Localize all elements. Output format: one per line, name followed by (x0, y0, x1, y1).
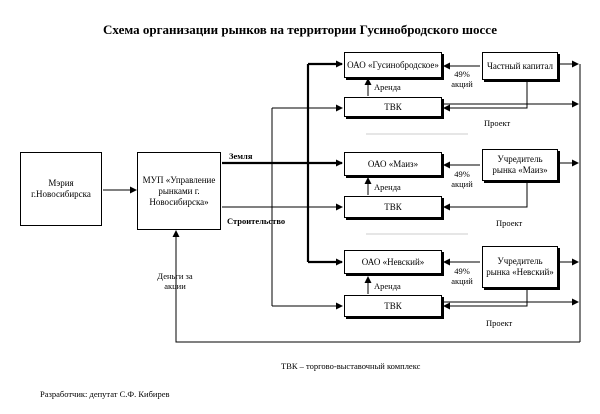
label-share-3: 49% акций (451, 266, 473, 286)
mup-box: МУП «Управление рынками г. Новосибирска» (137, 152, 221, 230)
label-dengi: Деньги за акции (157, 271, 193, 291)
meria-box: Мэрия г.Новосибирска (20, 152, 102, 226)
author-text: Разработчик: депутат С.Ф. Кибирев (40, 389, 170, 399)
private-capital-box: Частный капитал (482, 52, 558, 80)
diagram-title: Схема организации рынков на территории Г… (103, 22, 497, 37)
label-proekt-3: Проект (486, 318, 513, 328)
label-share-1: 49% акций (451, 69, 473, 89)
label-proekt-2: Проект (496, 218, 523, 228)
label-arenda-3: Аренда (374, 281, 401, 291)
label-arenda-2: Аренда (374, 182, 401, 192)
label-stroitelstvo: Строительство (227, 216, 286, 226)
label-share-2: 49% акций (451, 169, 473, 189)
oao-maiz-box: ОАО «Маиз» (344, 152, 442, 176)
arrow-proekt-3 (443, 289, 528, 310)
arrow-proekt-1 (443, 81, 528, 112)
label-proekt-1: Проект (484, 118, 511, 128)
legend-text: ТВК – торгово-выставочный комплекс (281, 361, 421, 371)
money-return-line (172, 230, 580, 343)
arrow-proekt-2 (443, 181, 528, 211)
oao-gusinobrodskoe-box: ОАО «Гусинобродское» (344, 52, 442, 78)
tvk-box-2: ТВК (344, 196, 442, 218)
tvk-box-3: ТВК (344, 295, 442, 317)
label-arenda-1: Аренда (374, 82, 401, 92)
tvk-box-1: ТВК (344, 97, 442, 117)
founder-nevsky-box: Учредитель рынка «Невский» (482, 246, 558, 288)
founder-maiz-box: Учредитель рынка «Маиз» (482, 149, 558, 181)
label-zemlya: Земля (229, 151, 253, 161)
oao-nevsky-box: ОАО «Невский» (344, 250, 442, 274)
